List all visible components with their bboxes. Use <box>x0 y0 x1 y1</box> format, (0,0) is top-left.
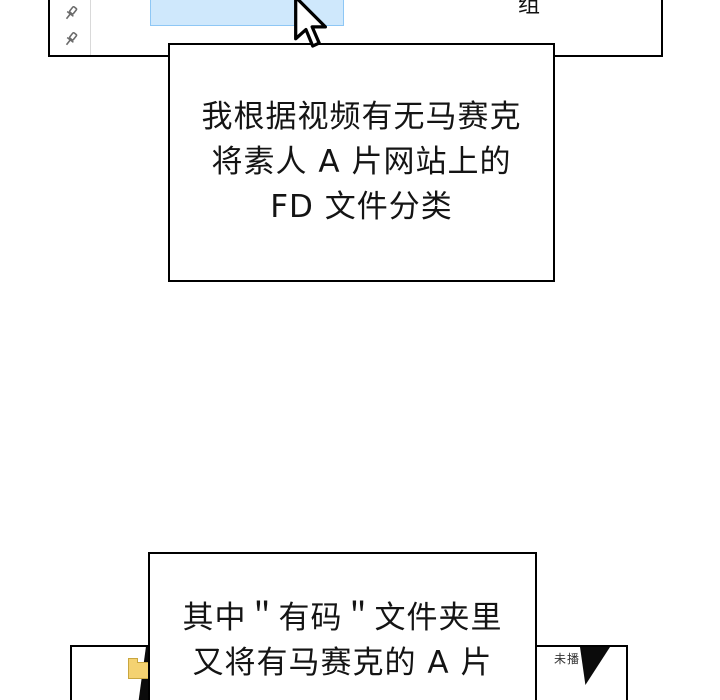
caption-line: FD 文件分类 <box>270 189 453 225</box>
caption-box-top: 我根据视频有无马赛克 将素人 A 片网站上的 FD 文件分类 <box>168 43 555 282</box>
caption-box-bottom: 其中＂有码＂文件夹里 又将有马赛克的 A 片 <box>148 552 537 700</box>
file-item-label[interactable]: 未播 <box>554 652 581 666</box>
caption-line: 其中＂有码＂文件夹里 <box>182 600 503 636</box>
caption-line: 我根据视频有无马赛克 <box>201 99 522 135</box>
mouse-cursor-icon <box>294 0 328 48</box>
explorer-window-top: 组 <box>48 0 663 57</box>
pushpin-icon <box>65 31 78 46</box>
caption-line: 将素人 A 片网站上的 <box>211 144 512 180</box>
window-partial-text: 组 <box>518 0 541 18</box>
pushpin-icon <box>65 5 78 20</box>
caption-line: 又将有马赛克的 A 片 <box>192 645 493 681</box>
dark-shape-right <box>580 647 610 685</box>
sidebar-divider <box>90 0 91 55</box>
folder-icon[interactable] <box>128 658 150 679</box>
